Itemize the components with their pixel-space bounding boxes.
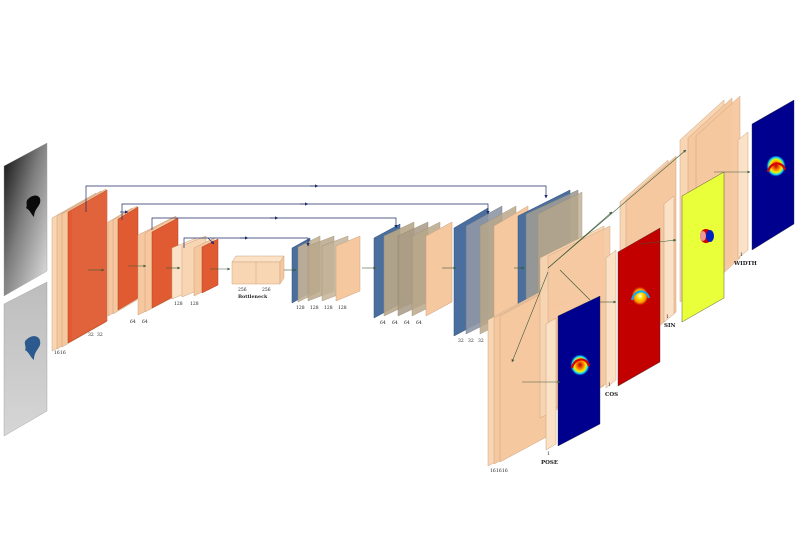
enc1-dim-2: 16 [60, 350, 66, 356]
dec4-dim-1: 16 [490, 468, 496, 474]
dec2-dim-3: 64 [404, 320, 410, 326]
pose-label: POSE [541, 460, 558, 466]
enc2-dim-2: 64 [142, 319, 148, 325]
width-dim: 1 [740, 252, 743, 258]
enc1-dim-3: 32 [88, 332, 94, 338]
dec1-dim-4: 128 [338, 305, 347, 311]
input-rgb-image [4, 282, 47, 436]
output-map-pose [558, 296, 600, 446]
width-label: WIDTH [733, 261, 757, 267]
sin-dim: 1 [666, 314, 669, 320]
enc3-dim-1: 128 [174, 301, 183, 307]
pose-dim: 1 [547, 451, 550, 457]
output-map-sin [682, 172, 724, 322]
enc3-dim-2: 128 [190, 301, 199, 307]
dec2-dim-2: 64 [392, 320, 398, 326]
dec1-dim-1: 128 [296, 305, 305, 311]
decoder-block-1 [292, 236, 360, 303]
dec3-dim-2: 32 [468, 338, 474, 344]
output-map-width [752, 100, 794, 250]
cos-dim: 1 [608, 382, 611, 388]
bottleneck-block [232, 256, 284, 284]
enc2-dim-1: 64 [130, 319, 136, 325]
encoder-block-4 [172, 236, 218, 299]
bottleneck-dim-1: 256 [238, 287, 247, 293]
dec2-dim-4: 64 [416, 320, 422, 326]
input-depth-image [4, 143, 47, 296]
dec1-dim-2: 128 [310, 305, 319, 311]
dec3-dim-3: 32 [478, 338, 484, 344]
dec4-dim-2: 16 [496, 468, 502, 474]
enc1-dim-4: 32 [97, 332, 103, 338]
bottleneck-label: Bottleneck [238, 294, 268, 300]
dec2-dim-1: 64 [380, 320, 386, 326]
enc1-dim-1: 16 [54, 350, 60, 356]
encoder-block-2 [108, 206, 138, 316]
bottleneck-dim-2: 256 [262, 287, 271, 293]
dec1-dim-3: 128 [324, 305, 333, 311]
dimension-labels: 16 16 32 32 64 64 128 128 256 256 Bottle… [54, 287, 508, 474]
dec4-dim-3: 16 [502, 468, 508, 474]
sin-label: SIN [664, 323, 676, 329]
decoder-block-2 [374, 222, 452, 318]
dec3-dim-1: 32 [458, 338, 464, 344]
output-map-cos [618, 228, 660, 386]
cos-label: COS [605, 392, 618, 398]
